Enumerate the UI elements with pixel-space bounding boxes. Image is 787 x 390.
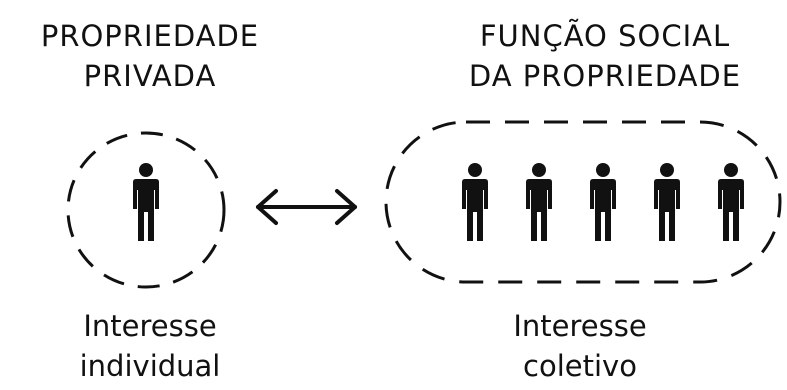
left-dashed-circle [66, 131, 226, 289]
right-title: FUNÇÃO SOCIAL DA PROPRIEDADE [425, 16, 785, 96]
right-caption-line-1: Interesse [513, 309, 647, 343]
collective-group [462, 163, 744, 241]
right-dashed-capsule [384, 120, 782, 284]
person-icon [526, 163, 552, 241]
person-icon [718, 163, 744, 241]
right-caption-line-2: coletivo [523, 349, 637, 383]
person-icon [590, 163, 616, 241]
individual-group [133, 163, 159, 241]
right-title-line-2: DA PROPRIEDADE [468, 59, 742, 93]
right-caption: Interesse coletivo [450, 306, 710, 386]
left-title-line-1: PROPRIEDADE [40, 19, 260, 53]
left-title: PROPRIEDADE PRIVADA [10, 16, 290, 96]
double-headed-arrow-icon [256, 189, 357, 225]
left-caption-line-1: Interesse [83, 309, 217, 343]
person-icon [133, 163, 159, 241]
left-caption: Interesse individual [20, 306, 280, 386]
right-title-line-1: FUNÇÃO SOCIAL [479, 19, 731, 53]
person-icon [654, 163, 680, 241]
left-title-line-2: PRIVADA [83, 59, 217, 93]
left-caption-line-2: individual [79, 349, 221, 383]
person-icon [462, 163, 488, 241]
